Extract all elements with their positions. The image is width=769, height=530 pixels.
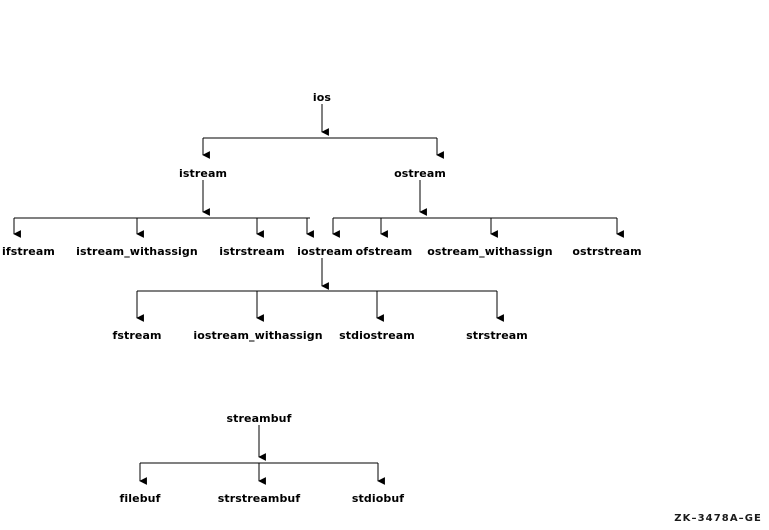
- node-ostrstream: ostrstream: [572, 245, 642, 258]
- node-iostream-withassign: iostream_withassign: [193, 329, 323, 342]
- node-stdiostream: stdiostream: [339, 329, 415, 342]
- figure-id-label: ZK–3478A–GE: [674, 513, 762, 524]
- node-ostream: ostream: [394, 167, 446, 180]
- node-strstreambuf: strstreambuf: [217, 492, 301, 505]
- bus-streambuf-children: [139, 462, 385, 485]
- node-istrstream: istrstream: [219, 245, 285, 258]
- node-fstream: fstream: [112, 329, 162, 342]
- node-ifstream: ifstream: [2, 245, 55, 258]
- node-stdiobuf: stdiobuf: [351, 492, 405, 505]
- node-ostream-withassign: ostream_withassign: [427, 245, 553, 258]
- bus-istream-children: [13, 217, 314, 238]
- node-strstream: strstream: [466, 329, 528, 342]
- node-iostream: iostream: [297, 245, 353, 258]
- node-streambuf: streambuf: [226, 412, 292, 425]
- bus-iostream-children: [136, 290, 504, 322]
- node-ofstream: ofstream: [355, 245, 413, 258]
- node-istream-withassign: istream_withassign: [76, 245, 198, 258]
- node-ios: ios: [312, 91, 332, 104]
- bus-ostream-children: [332, 217, 624, 238]
- node-istream: istream: [178, 167, 228, 180]
- node-filebuf: filebuf: [119, 492, 161, 505]
- bus-ios-children: [202, 137, 444, 159]
